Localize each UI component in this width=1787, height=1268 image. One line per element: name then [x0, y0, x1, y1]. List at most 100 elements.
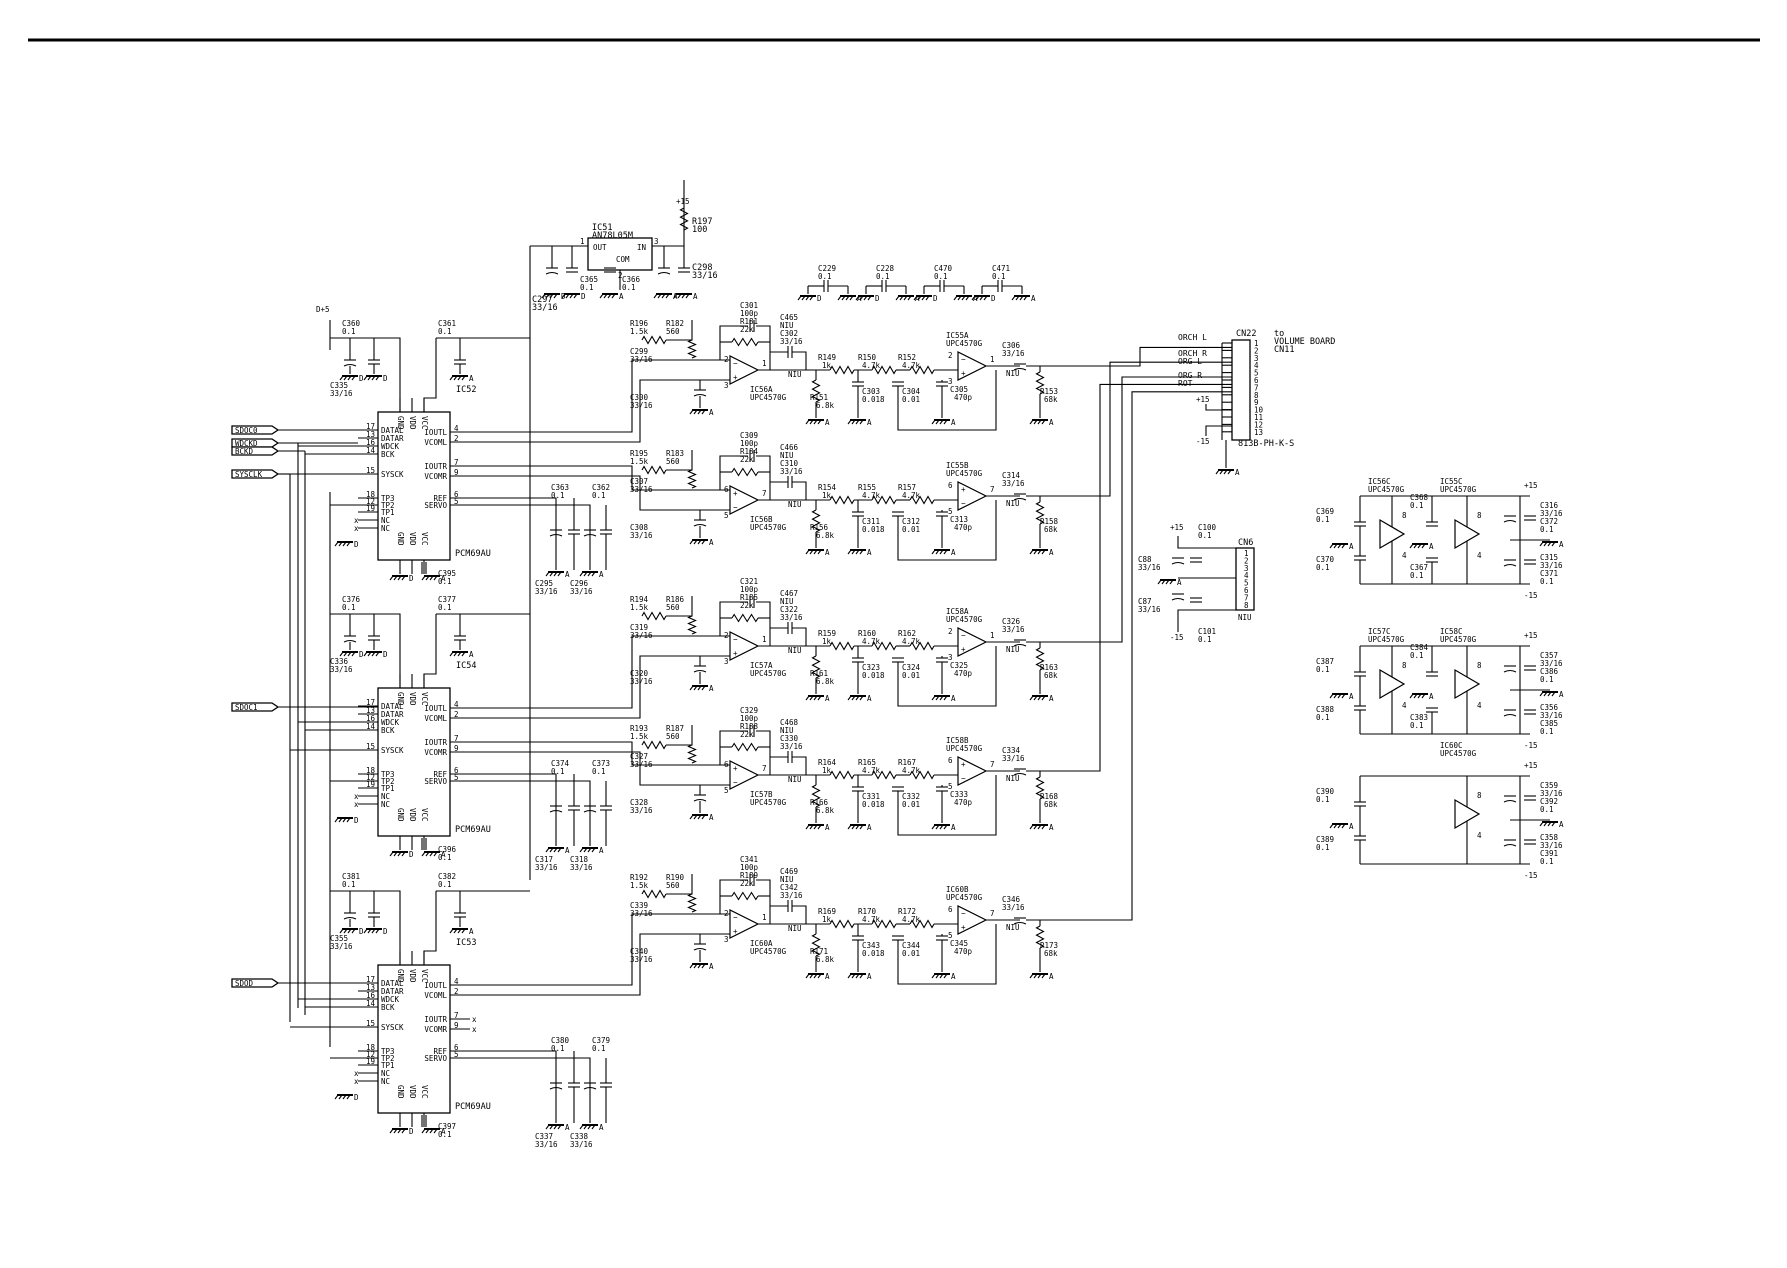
cap-ref: C466: [780, 443, 799, 452]
resistor: [871, 365, 897, 375]
rail-label: -15: [1170, 633, 1184, 642]
connector-dest: VOLUME BOARD: [1274, 337, 1335, 347]
niu-label: NIU: [1006, 499, 1020, 508]
cap-ref: C331: [862, 792, 880, 801]
ground-hatch: [913, 295, 918, 301]
opamp-input-sign: −: [961, 631, 966, 640]
ground-label: D: [875, 294, 880, 303]
ground-label: A: [951, 823, 956, 832]
ic-left-pin-name: SYSCK: [381, 470, 404, 479]
ground-hatch: [393, 851, 398, 857]
ic-left-pin-num: 15: [366, 742, 375, 751]
ground-hatch: [1341, 823, 1346, 829]
ground-hatch: [805, 295, 810, 301]
ground-label: D: [409, 574, 414, 583]
ic-right-pin-name: IOUTL: [424, 428, 447, 437]
ic-right-pin-name: VCOML: [424, 991, 447, 1000]
ground-hatch: [1539, 691, 1544, 697]
ic-bottom-pin: GND: [396, 1085, 405, 1099]
ground-hatch: [1337, 543, 1342, 549]
dac-vcom-wire: [470, 751, 730, 786]
opamp-pin: 1: [762, 635, 767, 644]
ground-hatch: [943, 973, 948, 979]
cap-ref: C229: [818, 264, 836, 273]
resistor: [829, 365, 855, 375]
resistor-ref: R183: [666, 449, 684, 458]
rail-label: -15: [1524, 591, 1538, 600]
ground-hatch: [677, 293, 682, 299]
resistor-ref: R186: [666, 595, 685, 604]
opamp-input-sign: −: [961, 355, 966, 364]
cap-ref: C302: [780, 329, 798, 338]
ground-hatch: [983, 295, 988, 301]
capacitor-plate: [693, 669, 707, 673]
cap-val: 0.1: [342, 327, 356, 336]
ground-hatch: [943, 419, 948, 425]
ground-hatch: [599, 293, 604, 299]
net-flag: [231, 978, 280, 988]
cap-ref: C101: [1198, 627, 1216, 636]
opamp-ref: IC57C: [1368, 627, 1391, 636]
ground-hatch: [1215, 469, 1220, 475]
c297-ref: C297: [532, 295, 552, 305]
resistor-ref: R160: [858, 629, 877, 638]
ic-left-pin-name: DATAR: [381, 710, 404, 719]
ic-bottom-pin: GND: [396, 532, 405, 546]
opamp-pin: 1: [990, 355, 995, 364]
ground-hatch: [1029, 824, 1034, 830]
opamp-pin: 8: [1477, 791, 1482, 800]
cap-ref: C344: [902, 941, 921, 950]
opamp-pin: 1: [762, 359, 767, 368]
nc-mark: x: [472, 1025, 477, 1034]
resistor-val: 4.7k: [902, 915, 921, 924]
resistor-val: 1k: [822, 491, 832, 500]
cap-ref: C385: [1540, 719, 1558, 728]
cap-ref: C305: [950, 385, 968, 394]
ground-hatch: [1033, 695, 1038, 701]
opamp-input-sign: +: [733, 489, 738, 498]
ground-hatch: [545, 847, 550, 853]
cap-val: 0.1: [592, 1044, 606, 1053]
opamp-pin: 3: [724, 381, 729, 390]
cap-ref: C368: [1410, 493, 1429, 502]
ground-hatch: [1037, 824, 1042, 830]
ground-hatch: [1037, 549, 1042, 555]
ground-hatch: [429, 1128, 434, 1134]
ic-top-pin: VDD: [408, 416, 417, 430]
ground-label: A: [1049, 694, 1054, 703]
cap-val: 33/16: [630, 531, 653, 540]
ground-hatch: [809, 295, 814, 301]
opamp-symbol: [957, 481, 988, 511]
cap-ref: C317: [535, 855, 553, 864]
ground-hatch: [653, 293, 658, 299]
ic-right-pin-name: VCOMR: [424, 1025, 447, 1034]
supply-wire: [330, 337, 401, 412]
cap-val: 0.018: [862, 395, 885, 404]
ic-left-pin-num: 12: [366, 497, 375, 506]
cap-val: 33/16: [1540, 711, 1563, 720]
cap-ref: C301: [740, 301, 758, 310]
ic-right-pin-num: 9: [454, 744, 459, 753]
niu-label: NIU: [1006, 923, 1020, 932]
ground-label: A: [469, 374, 474, 383]
ground-hatch: [925, 295, 930, 301]
resistor-val: 1.5k: [630, 327, 649, 336]
connector-net: ORG L: [1178, 357, 1202, 366]
opamp-pin: 2: [724, 355, 729, 364]
ground-hatch: [1329, 823, 1334, 829]
resistor-ref: R158: [1040, 517, 1059, 526]
net-label-sdoc0: SDOC0: [235, 426, 258, 435]
ground-hatch: [1421, 693, 1426, 699]
feedback-wire: [756, 601, 771, 646]
ground-hatch: [1413, 693, 1418, 699]
ground-hatch: [817, 824, 822, 830]
ground-hatch: [1041, 824, 1046, 830]
cap-val: NIU: [780, 321, 794, 330]
ground-hatch: [859, 824, 864, 830]
ground-hatch: [1041, 419, 1046, 425]
resistor: [811, 509, 821, 533]
cap-val: 33/16: [535, 587, 558, 596]
capacitor-plate: [549, 1086, 563, 1090]
ic-left-pin-name: TP3: [381, 1047, 395, 1056]
ground-hatch: [701, 814, 706, 820]
